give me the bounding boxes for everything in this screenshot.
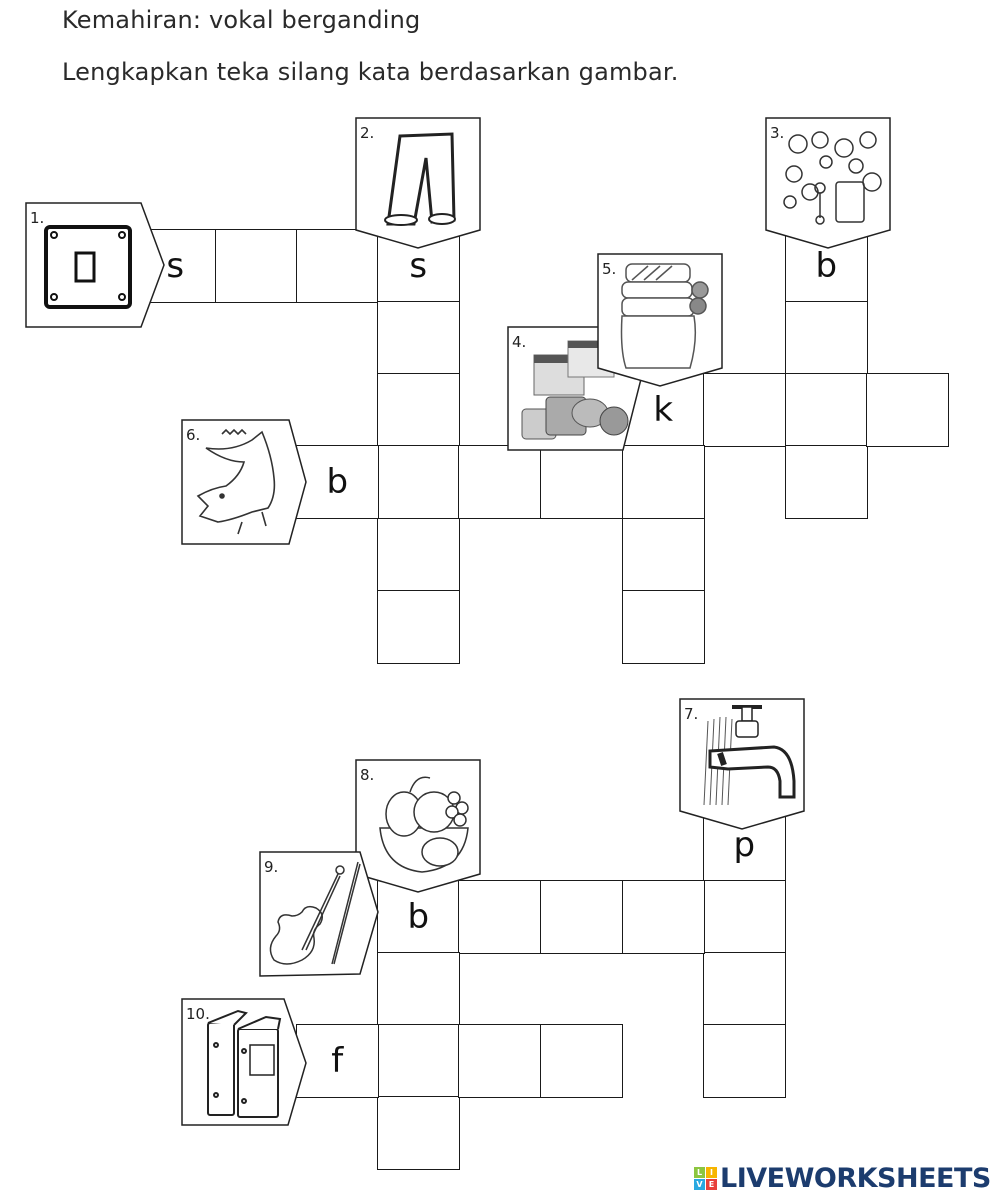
letter-input[interactable]: [541, 1025, 622, 1097]
clue-7-water-tap: 7.: [679, 698, 805, 830]
cell-5a-2[interactable]: [703, 373, 786, 447]
letter-input[interactable]: [704, 374, 785, 446]
binder-files-icon: [202, 1005, 286, 1121]
clue-number: 1.: [30, 209, 45, 227]
letter-input[interactable]: [378, 302, 459, 374]
cell-2-4[interactable]: [377, 445, 460, 519]
letter-input[interactable]: [216, 230, 297, 302]
cell-3-4[interactable]: [785, 445, 868, 519]
letter-input[interactable]: [378, 446, 459, 518]
clue-number: 3.: [770, 124, 785, 142]
letter-input[interactable]: [459, 881, 540, 953]
clue-number: 10.: [186, 1005, 210, 1023]
letter-input[interactable]: [378, 953, 459, 1025]
instruction-text: Lengkapkan teka silang kata berdasarkan …: [62, 58, 679, 86]
clue-9-violin: 9.: [259, 851, 386, 977]
letter-input[interactable]: [867, 374, 948, 446]
clue-2-trousers: 2.: [355, 117, 481, 249]
letter-input[interactable]: [623, 446, 704, 518]
clue-number: 4.: [512, 333, 527, 351]
fruit-bowl-icon: [370, 768, 474, 874]
letter-input[interactable]: [297, 230, 378, 302]
cell-9-3[interactable]: [540, 880, 623, 954]
liveworksheets-logo: L I V E LIVEWORKSHEETS: [694, 1163, 991, 1194]
cell-3-3[interactable]: [785, 373, 868, 447]
clue-6-crocodile: 6.: [181, 419, 307, 545]
cell-8-2[interactable]: [377, 952, 460, 1026]
letter-input[interactable]: [378, 519, 459, 591]
cell-10-3[interactable]: [458, 1024, 541, 1098]
brand-name: LIVEWORKSHEETS: [720, 1163, 991, 1194]
clue-number: 8.: [360, 766, 375, 784]
clue-1-light-switch: 1.: [25, 202, 165, 328]
logo-tiles-icon: L I V E: [694, 1167, 717, 1190]
cell-6-3[interactable]: [458, 445, 541, 519]
letter-input[interactable]: [378, 1025, 459, 1097]
clue-5-rolled-cloth: 5.: [597, 253, 723, 387]
letter-input[interactable]: [623, 591, 704, 663]
cell-9-4[interactable]: [622, 880, 705, 954]
cell-10-4[interactable]: [540, 1024, 623, 1098]
cloth-roll-icon: [614, 260, 714, 370]
light-switch-icon: [42, 221, 138, 317]
letter-input[interactable]: [786, 302, 867, 374]
cell-9-2[interactable]: [458, 880, 541, 954]
cell-2-3[interactable]: [377, 373, 460, 447]
clue-number: 5.: [602, 260, 617, 278]
violin-icon: [262, 856, 362, 972]
clue-10-files: 10.: [181, 998, 307, 1126]
cell-1-3[interactable]: [296, 229, 379, 303]
skill-heading: Kemahiran: vokal berganding: [62, 6, 421, 34]
letter-input[interactable]: [704, 1025, 785, 1097]
water-tap-icon: [694, 701, 800, 811]
clue-8-fruit-bowl: 8.: [355, 759, 481, 893]
cell-2-2[interactable]: [377, 301, 460, 375]
letter-input[interactable]: [623, 881, 704, 953]
crocodile-icon: [192, 426, 292, 538]
letter-input[interactable]: [459, 446, 540, 518]
letter-input[interactable]: [786, 446, 867, 518]
letter-input[interactable]: [704, 953, 785, 1025]
clue-number: 7.: [684, 705, 699, 723]
cell-5-4[interactable]: [622, 590, 705, 664]
cell-4-1[interactable]: [540, 445, 623, 519]
cell-2-6[interactable]: [377, 590, 460, 664]
cell-7-4[interactable]: [703, 1024, 786, 1098]
cell-2-5[interactable]: [377, 518, 460, 592]
cell-7-2[interactable]: [703, 880, 786, 954]
letter-input[interactable]: [541, 881, 622, 953]
clue-3-soap-bubbles: 3.: [765, 117, 891, 249]
letter-input[interactable]: [623, 519, 704, 591]
letter-input[interactable]: [378, 591, 459, 663]
letter-input[interactable]: [541, 446, 622, 518]
clue-number: 9.: [264, 858, 279, 876]
letter-input[interactable]: [378, 1097, 459, 1169]
letter-input[interactable]: [704, 881, 785, 953]
cell-1-2[interactable]: [215, 229, 298, 303]
letter-input[interactable]: [459, 1025, 540, 1097]
clue-frame: [765, 117, 891, 249]
cell-8-4[interactable]: [377, 1096, 460, 1170]
clue-number: 2.: [360, 124, 375, 142]
trousers-icon: [370, 128, 470, 228]
letter-input[interactable]: [378, 374, 459, 446]
cell-6-1: b: [296, 445, 379, 519]
bubbles-icon: [780, 126, 884, 230]
cell-5-2[interactable]: [622, 445, 705, 519]
cell-8-3[interactable]: [377, 1024, 460, 1098]
cell-10-1: f: [296, 1024, 379, 1098]
cell-7-3[interactable]: [703, 952, 786, 1026]
cell-3-2[interactable]: [785, 301, 868, 375]
letter-input[interactable]: [786, 374, 867, 446]
cell-5-3[interactable]: [622, 518, 705, 592]
cell-5a-4[interactable]: [866, 373, 949, 447]
clue-number: 6.: [186, 426, 201, 444]
